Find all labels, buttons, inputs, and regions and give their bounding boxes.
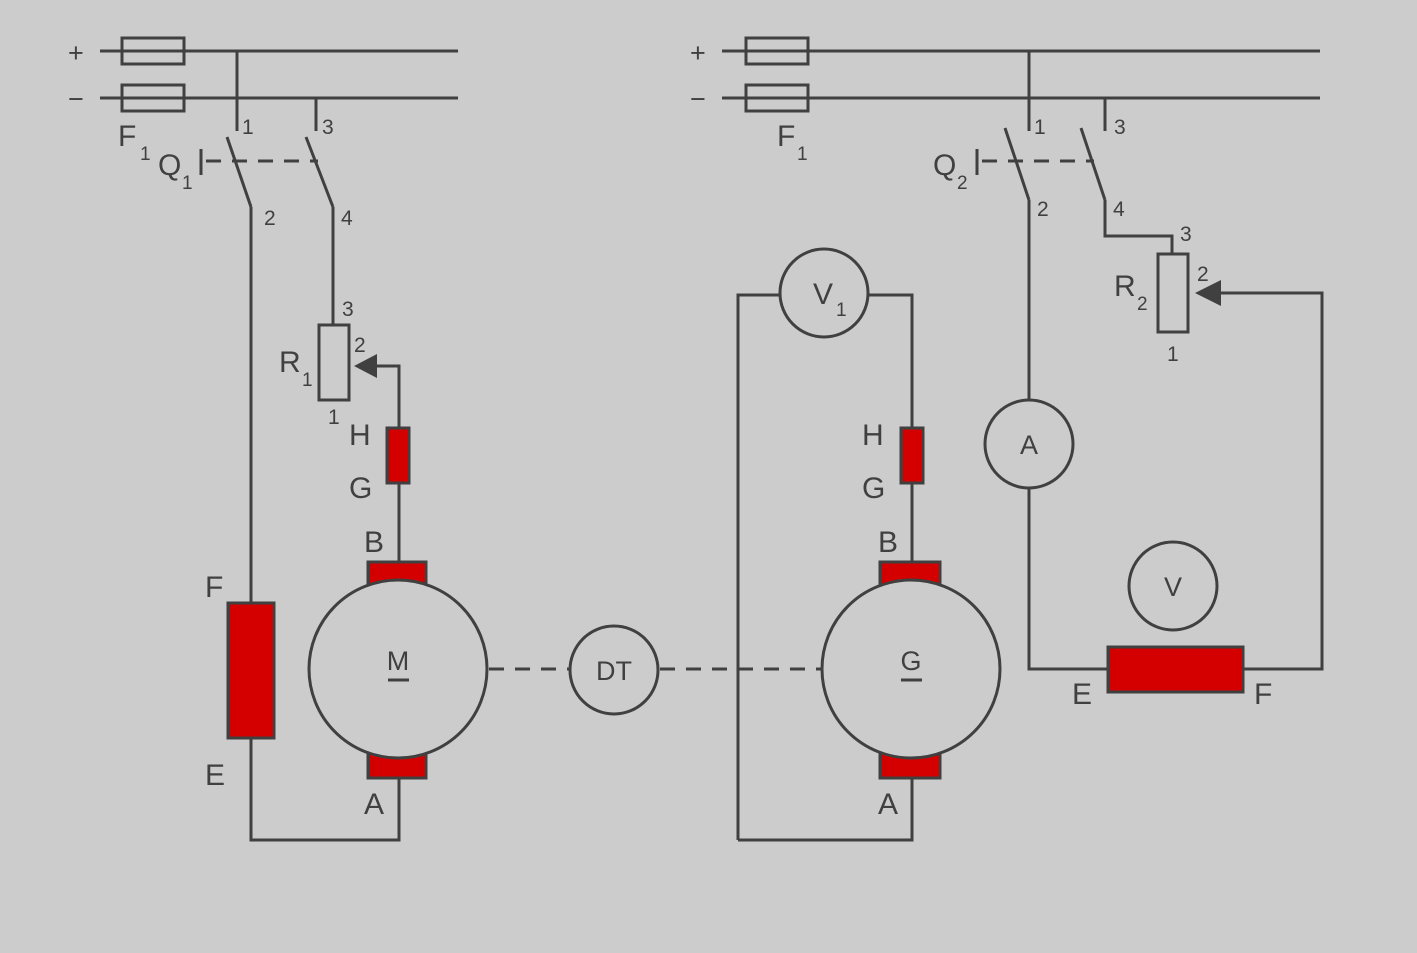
r1-pin-2: 2	[354, 334, 366, 357]
shunt-field-winding-left	[226, 601, 276, 740]
field-voltmeter-label: V	[1164, 572, 1182, 602]
rheostat-r1	[317, 323, 351, 402]
fuse-plus-left	[120, 36, 186, 66]
term-G-left: G	[349, 472, 372, 505]
q2-pin-2: 2	[1037, 198, 1049, 221]
commutating-winding-left	[385, 426, 411, 485]
r1-pin-3: 3	[342, 298, 354, 321]
switch-q2: Q 2 1 3 2 4	[933, 51, 1126, 221]
term-B-right: B	[878, 526, 898, 559]
term-E-left: E	[205, 759, 225, 792]
q1-pin-2: 2	[264, 207, 276, 230]
commutating-winding-right	[899, 426, 925, 485]
r2-wiper-arrow	[1195, 280, 1221, 306]
term-B-left: B	[364, 526, 384, 559]
r1-wiper-arrow	[354, 354, 377, 378]
r1-pin-1: 1	[328, 406, 340, 429]
right-supply-bus: + − F 1	[690, 36, 1320, 165]
plus-label-right: +	[690, 38, 706, 68]
q2-pin-1: 1	[1034, 116, 1046, 139]
v1-label: V	[813, 278, 833, 311]
q1-pin-4: 4	[341, 207, 353, 230]
term-G-right: G	[862, 472, 885, 505]
dc-generator	[820, 578, 1002, 760]
term-F-left: F	[205, 571, 223, 604]
fuse-minus-left	[120, 83, 186, 113]
r2-sub: 2	[1137, 294, 1148, 315]
tacho-label: DT	[596, 656, 632, 686]
fuse-plus-right	[744, 36, 810, 66]
fuse-minus-right	[744, 83, 810, 113]
shaft-coupling: DT	[489, 624, 822, 716]
fuse-sub-right: 1	[797, 144, 808, 165]
left-supply-bus: + − F 1	[68, 36, 458, 165]
r1-sub: 1	[302, 370, 313, 391]
q2-label: Q	[933, 149, 956, 182]
ammeter-label: A	[1020, 430, 1038, 460]
r2-pin-3: 3	[1180, 223, 1192, 246]
motor-circuit: + − F 1 Q 1 1 3 2 4 F E R 1	[68, 36, 489, 842]
rheostat-r2	[1156, 252, 1190, 334]
generator-circuit: + − F 1 Q 2 1 3 2 4 R 2 3 2 1	[690, 36, 1324, 842]
generator-label: G	[900, 646, 921, 676]
plus-label-left: +	[68, 38, 84, 68]
q1-sub: 1	[182, 173, 193, 194]
term-F-right: F	[1254, 678, 1272, 711]
shunt-field-winding-right	[1106, 645, 1245, 694]
motor-label: M	[387, 646, 410, 676]
q2-sub: 2	[957, 173, 968, 194]
r2-label: R	[1114, 270, 1136, 303]
fuse-sub-left: 1	[140, 144, 151, 165]
tacho-generator	[568, 624, 660, 716]
q2-pin-3: 3	[1114, 116, 1126, 139]
voltmeter-v1	[778, 247, 870, 339]
r2-pin-1: 1	[1167, 343, 1179, 366]
r2-pin-2: 2	[1197, 263, 1209, 286]
term-A-right: A	[878, 788, 898, 821]
q1-pin-3: 3	[322, 116, 334, 139]
term-H-left: H	[349, 419, 371, 452]
minus-label-right: −	[690, 84, 706, 114]
fuse-label-right: F	[777, 120, 795, 153]
q2-pin-4: 4	[1113, 198, 1125, 221]
q1-pin-1: 1	[242, 116, 254, 139]
q1-label: Q	[158, 149, 181, 182]
minus-label-left: −	[68, 84, 84, 114]
term-H-right: H	[862, 419, 884, 452]
dc-motor	[307, 578, 489, 760]
field-voltmeter	[1127, 540, 1219, 632]
term-A-left: A	[364, 788, 384, 821]
term-E-right: E	[1072, 678, 1092, 711]
switch-q1: Q 1 1 3 2 4	[158, 51, 353, 230]
v1-sub: 1	[836, 300, 847, 321]
r1-label: R	[279, 346, 301, 379]
fuse-label-left: F	[118, 120, 136, 153]
